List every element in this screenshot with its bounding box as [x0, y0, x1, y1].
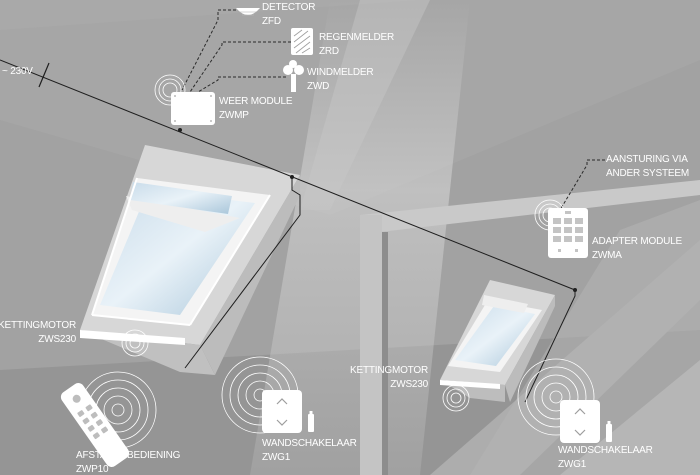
svg-text:ANDER SYSTEEM: ANDER SYSTEEM	[606, 168, 689, 179]
label-wandschakelaar-right: WANDSCHAKELAAR ZWG1	[558, 445, 653, 470]
svg-text:AFSTANDSBEDIENING: AFSTANDSBEDIENING	[76, 450, 181, 461]
svg-text:ZRD: ZRD	[319, 46, 339, 57]
svg-text:ZWS230: ZWS230	[38, 334, 76, 345]
wind-sensor-icon	[283, 60, 304, 92]
label-kettingmotor-right: KETTINGMOTOR ZWS230	[350, 365, 429, 390]
svg-text:KETTINGMOTOR: KETTINGMOTOR	[0, 320, 76, 331]
detector-icon	[236, 8, 260, 16]
svg-text:ZFD: ZFD	[262, 16, 281, 27]
svg-text:ZWG1: ZWG1	[558, 459, 587, 470]
svg-text:WANDSCHAKELAAR: WANDSCHAKELAAR	[262, 438, 357, 449]
svg-text:REGENMELDER: REGENMELDER	[319, 32, 394, 43]
remote-control-icon	[60, 383, 130, 467]
wire-junctions	[178, 128, 577, 292]
svg-text:KETTINGMOTOR: KETTINGMOTOR	[350, 365, 428, 376]
adapter-module-icon	[548, 208, 588, 258]
label-kettingmotor-left: KETTINGMOTOR ZWS230	[0, 320, 77, 345]
svg-text:WINDMELDER: WINDMELDER	[307, 67, 373, 78]
svg-text:DETECTOR: DETECTOR	[262, 2, 315, 13]
label-wandschakelaar-left: WANDSCHAKELAAR ZWG1	[262, 438, 357, 463]
wall-switch-icon	[560, 400, 612, 443]
svg-text:WANDSCHAKELAAR: WANDSCHAKELAAR	[558, 445, 653, 456]
rain-sensor-icon	[291, 28, 313, 55]
doorway-frame	[360, 180, 700, 475]
roof-window-left	[80, 145, 300, 375]
label-aansturing: AANSTURING VIA ANDER SYSTEEM	[606, 154, 689, 179]
svg-text:~ 230V: ~ 230V	[2, 66, 33, 77]
svg-text:ZWD: ZWD	[307, 81, 329, 92]
wall-switch-icon	[262, 390, 314, 433]
label-detector: DETECTOR ZFD	[262, 2, 315, 27]
svg-text:ZWMP: ZWMP	[219, 110, 249, 121]
svg-text:WEER MODULE: WEER MODULE	[219, 96, 293, 107]
svg-text:AANSTURING VIA: AANSTURING VIA	[606, 154, 688, 165]
weather-module-icon	[171, 92, 215, 125]
label-windmelder: WINDMELDER ZWD	[307, 67, 374, 92]
label-regenmelder: REGENMELDER ZRD	[319, 32, 394, 57]
svg-text:ZWMA: ZWMA	[592, 250, 622, 261]
label-afstandsbediening: AFSTANDSBEDIENING ZWP10	[76, 450, 181, 475]
label-weer-module: WEER MODULE ZWMP	[219, 96, 293, 121]
svg-text:ZWS230: ZWS230	[390, 379, 428, 390]
roof-window-right	[440, 280, 555, 402]
label-voltage: ~ 230V	[2, 66, 34, 77]
label-adapter-module: ADAPTER MODULE ZWMA	[592, 236, 683, 261]
svg-text:ZWP10: ZWP10	[76, 464, 109, 475]
svg-text:ZWG1: ZWG1	[262, 452, 291, 463]
svg-text:ADAPTER MODULE: ADAPTER MODULE	[592, 236, 683, 247]
sensor-links	[181, 9, 605, 211]
